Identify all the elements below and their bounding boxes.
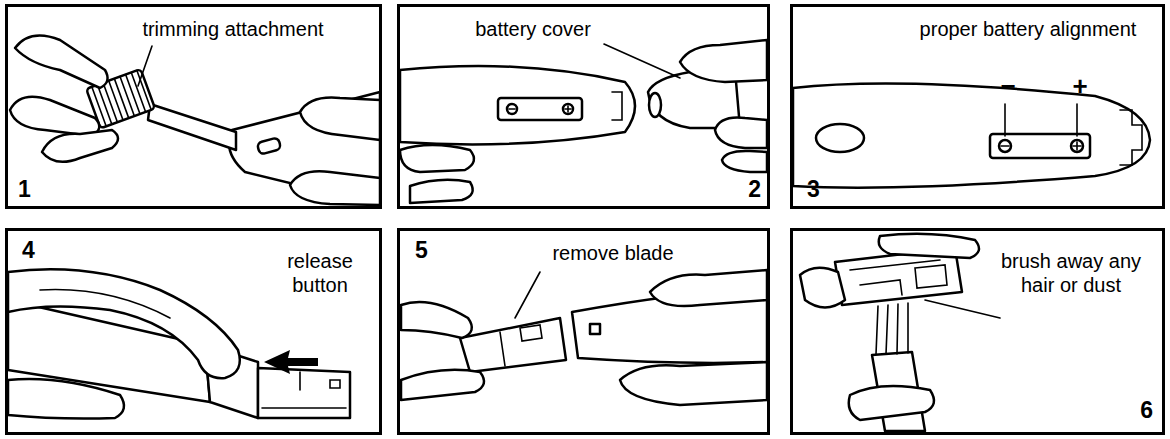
trimmer-battery-alignment: [1120, 110, 1142, 165]
trimmer-with-attachment: [10, 97, 99, 136]
blade-cleaning: [879, 234, 979, 258]
step-number: 5: [415, 237, 428, 265]
trimmer-battery-cover: [410, 180, 473, 203]
trimmer-battery-cover: [400, 145, 474, 172]
trimmer-battery-cover: [400, 66, 635, 144]
instruction-panel: 5 remove blade: [397, 228, 770, 435]
step-number: 3: [807, 176, 820, 204]
trimmer-release-button: [258, 368, 350, 418]
trimmer-battery-cover: [400, 40, 767, 203]
step-caption: release button: [270, 249, 370, 297]
trimmer-battery-cover: [509, 106, 571, 112]
leader-line: [1004, 104, 1006, 136]
step-caption: brush away any hair or dust: [991, 249, 1151, 297]
trimmer-battery-cover: [715, 118, 767, 149]
polarity-sign: +: [1072, 71, 1087, 102]
trimmer-remove-blade: [401, 302, 472, 338]
step-caption: trimming attachment: [142, 17, 323, 41]
direction-arrow: [264, 350, 318, 374]
trimmer-release-button: [8, 269, 240, 378]
blade-cleaning: [849, 386, 934, 420]
trimmer-with-attachment: [229, 92, 380, 205]
trimmer-remove-blade: [460, 318, 566, 372]
blade-cleaning: [850, 260, 947, 295]
polarity-sign: −: [1000, 71, 1015, 102]
step-caption: proper battery alignment: [920, 17, 1137, 41]
trimmer-with-attachment: [257, 137, 281, 154]
leader-line: [138, 46, 152, 86]
step-number: 6: [1140, 397, 1153, 425]
instruction-panel: brush away any hair or dust 6: [790, 228, 1165, 435]
trimmer-remove-blade: [620, 362, 767, 405]
trimmer-battery-alignment: [793, 84, 1150, 188]
step-caption: remove blade: [552, 241, 673, 265]
leader-line: [515, 272, 540, 318]
instruction-panel: battery cover 2: [397, 4, 770, 209]
trimmer-battery-cover: [722, 151, 767, 172]
instruction-panel: trimming attachment 1: [5, 4, 382, 209]
leader-line: [925, 300, 1000, 318]
step-caption: battery cover: [475, 17, 591, 41]
trimmer-with-attachment: [42, 130, 118, 162]
blade-cleaning: [800, 268, 845, 308]
trimmer-remove-blade: [650, 270, 767, 306]
trimmer-with-attachment: [148, 104, 236, 150]
trimmer-battery-cover: [649, 93, 661, 117]
trimmer-battery-alignment: [990, 134, 1090, 158]
trimmer-with-attachment: [290, 171, 380, 205]
trimmer-battery-alignment: [1001, 142, 1081, 150]
instruction-panel: proper battery alignment − +3: [790, 4, 1165, 209]
step-number: 2: [748, 176, 761, 204]
leader-line: [1076, 104, 1078, 136]
trimmer-release-button: [40, 290, 170, 318]
trimmer-release-button: [8, 379, 124, 419]
step-number: 1: [18, 176, 31, 204]
trimmer-with-attachment: [300, 98, 380, 140]
instruction-panel: 4 release button: [5, 228, 382, 435]
trimmer-remove-blade: [500, 325, 542, 366]
trimmer-battery-cover: [680, 40, 767, 82]
trimmer-battery-cover: [612, 92, 622, 120]
trimmer-remove-blade: [590, 324, 600, 334]
trimmer-battery-alignment: [793, 84, 1150, 188]
trimmer-battery-cover: [498, 98, 582, 120]
step-number: 4: [22, 237, 35, 265]
trimmer-battery-alignment: [816, 124, 864, 152]
trimmer-with-attachment: [10, 36, 380, 206]
trimmer-with-attachment: [15, 36, 108, 89]
blade-cleaning: [876, 303, 908, 354]
blade-cleaning: [800, 234, 1000, 431]
leader-line: [604, 44, 680, 78]
trimmer-remove-blade: [401, 270, 767, 405]
trimmer-remove-blade: [401, 370, 484, 400]
trimmer-release-button: [262, 372, 346, 408]
